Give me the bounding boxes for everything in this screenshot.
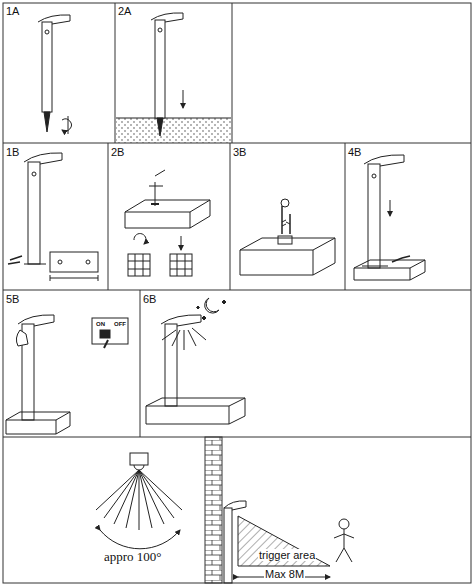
distance-label: Max 8M (264, 568, 305, 580)
panel-number: 2B (111, 146, 124, 158)
panel-grid (3, 3, 471, 583)
area-label: trigger area (258, 549, 316, 561)
bollard-1a (38, 15, 71, 134)
bollard-2a (116, 13, 231, 143)
bollard-1b (8, 153, 98, 281)
bollard-5b (6, 315, 128, 434)
panel-number: 2A (118, 5, 131, 17)
panel-number: 3B (233, 146, 246, 158)
angle-label: appro 100° (104, 550, 162, 564)
switch-label: OFF (114, 321, 126, 328)
panel-number: 5B (6, 293, 19, 305)
switch-label: ON (96, 321, 105, 328)
wall-trigger-figure (205, 437, 354, 583)
panel-number: 1A (6, 5, 19, 17)
panel-number: 6B (143, 293, 156, 305)
panel-number: 1B (6, 146, 19, 158)
bollard-6b (146, 298, 245, 424)
fixing-3b (240, 199, 335, 275)
panel-number: 4B (348, 146, 361, 158)
bollard-4b (354, 155, 425, 280)
sensor-angle-figure (96, 453, 182, 549)
drilling-2b (125, 170, 210, 276)
